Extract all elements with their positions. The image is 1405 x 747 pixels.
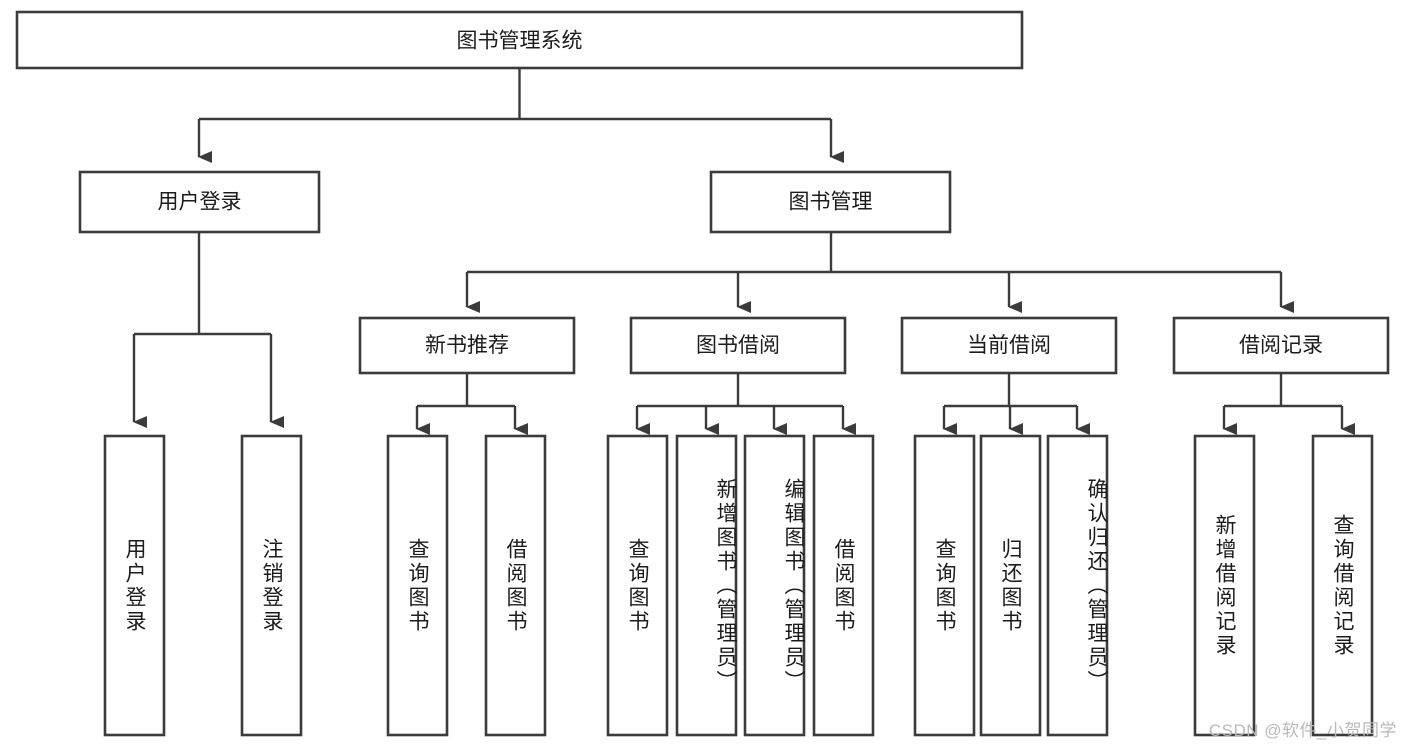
node-book-manage-box[interactable]: [709, 170, 952, 234]
node-user-login-label: 用户登录: [158, 191, 242, 214]
leaf-box-edit-book[interactable]: [743, 434, 806, 737]
node-book-manage-label: 图书管理: [789, 191, 873, 214]
csdn-watermark: CSDN @软件_小贺同学: [1208, 721, 1397, 740]
leaf-box-query-record[interactable]: [1311, 434, 1374, 737]
node-current-borrow-box[interactable]: [900, 316, 1118, 375]
node-borrow-record-box[interactable]: [1172, 316, 1390, 375]
leaf-box-user-login[interactable]: [103, 434, 166, 737]
node-new-book-recommend-box[interactable]: [358, 316, 576, 375]
leaf-box-return-book[interactable]: [979, 434, 1042, 737]
leaf-box-add-book[interactable]: [675, 434, 738, 737]
leaf-box-borrow-book-1[interactable]: [484, 434, 547, 737]
leaf-box-query-book-2[interactable]: [606, 434, 669, 737]
node-borrow-record-label: 借阅记录: [1239, 334, 1323, 357]
node-root-label: 图书管理系统: [457, 30, 583, 53]
leaf-box-confirm-return[interactable]: [1046, 434, 1109, 737]
node-root-box[interactable]: [15, 10, 1024, 70]
leaf-box-query-book-3[interactable]: [913, 434, 976, 737]
node-current-borrow-label: 当前借阅: [967, 334, 1051, 357]
leaf-box-user-logout[interactable]: [240, 434, 303, 737]
node-book-borrow-label: 图书借阅: [696, 334, 780, 357]
node-book-borrow-box[interactable]: [629, 316, 847, 375]
node-new-book-recommend-label: 新书推荐: [425, 334, 509, 357]
leaf-box-add-record[interactable]: [1193, 434, 1256, 737]
leaf-box-borrow-book-2[interactable]: [812, 434, 875, 737]
leaf-box-query-book-1[interactable]: [386, 434, 449, 737]
